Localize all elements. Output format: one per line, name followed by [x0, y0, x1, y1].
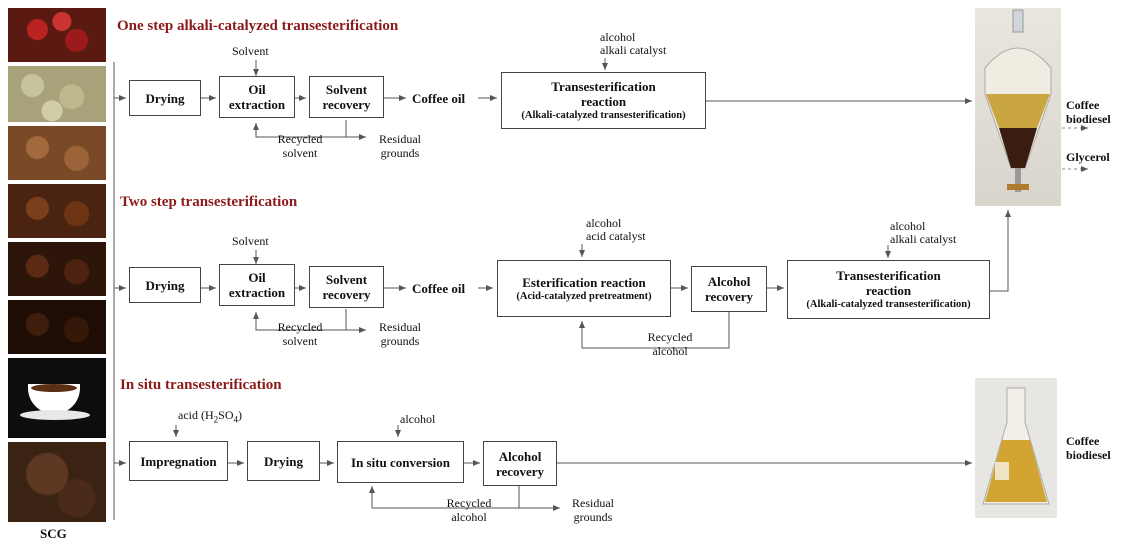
row3-impregnation-box: Impregnation — [129, 441, 228, 481]
row2-ester-title: Esterification reaction — [522, 274, 646, 290]
spent-coffee-grounds-image — [8, 442, 106, 522]
row2-esterification-box: Esterification reaction (Acid-catalyzed … — [497, 260, 671, 317]
row3-recycled-alcohol-label: Recycled alcohol — [446, 496, 492, 524]
coffee-cherries-image — [8, 8, 106, 62]
row1-alkali-catalyst-label: alkali catalyst — [600, 43, 667, 57]
row2-alcohol-recovery-box: Alcohol recovery — [691, 266, 767, 312]
very-dark-roast-beans-image — [8, 300, 106, 354]
two-step-title: Two step transesterification — [120, 194, 298, 210]
row3-drying-box: Drying — [247, 441, 320, 481]
row3-residual-grounds-label: Residual grounds — [572, 496, 614, 524]
row3-acid-h2so4-label: acid (H2SO4) — [178, 408, 242, 425]
row1-solvent-label: Solvent — [232, 44, 269, 58]
row2-coffee-oil-label: Coffee oil — [412, 281, 466, 296]
row2-solvent-recovery-box: Solvent recovery — [309, 266, 384, 308]
row3-alcohol-label: alcohol — [400, 412, 436, 426]
row1-recycled-solvent-label: Recycled solvent — [277, 132, 323, 160]
dark-roast-beans-image — [8, 242, 106, 296]
row2-acid-catalyst-label: acid catalyst — [586, 229, 646, 243]
row1-solvent-recovery-box: Solvent recovery — [309, 76, 384, 118]
row2-trans-alcohol-label: alcohol — [890, 219, 926, 233]
row1-residual-grounds-label: Residual grounds — [379, 132, 421, 160]
row3-alcohol-recovery-box: Alcohol recovery — [483, 441, 557, 486]
scg-label: SCG — [40, 526, 67, 541]
row2-solvent-label: Solvent — [232, 234, 269, 248]
row2-transesterification-box: Transesterification reaction (Alkali-cat… — [787, 260, 990, 319]
glycerol-label: Glycerol — [1066, 150, 1110, 164]
row2-drying-box: Drying — [129, 267, 201, 303]
row2-trans-title: Transesterification reaction — [836, 268, 941, 298]
row1-coffee-oil-label: Coffee oil — [412, 91, 466, 106]
row2-recycled-solvent-label: Recycled solvent — [277, 320, 323, 348]
row1-alcohol-label: alcohol — [600, 30, 636, 44]
green-coffee-beans-image — [8, 66, 106, 122]
row2-recycled-alcohol-label: Recycled alcohol — [647, 330, 693, 358]
row1-transesterification-box: Transesterification reaction (Alkali-cat… — [501, 72, 706, 129]
separatory-funnel-image — [975, 8, 1061, 206]
coffee-cup-image — [8, 358, 106, 438]
conical-flask-image — [975, 378, 1057, 518]
row1-oil-extraction-box: Oil extraction — [219, 76, 295, 118]
row2-ester-alcohol-label: alcohol — [586, 216, 622, 230]
row1-trans-title: Transesterification reaction — [551, 79, 656, 109]
row3-in-situ-conversion-box: In situ conversion — [337, 441, 464, 483]
coffee-biodiesel-top-label: Coffee biodiesel — [1066, 98, 1111, 126]
row2-ester-subtitle: (Acid-catalyzed pretreatment) — [516, 290, 652, 302]
row2-oil-extraction-box: Oil extraction — [219, 264, 295, 306]
in-situ-title: In situ transesterification — [120, 377, 282, 393]
row1-drying-box: Drying — [129, 80, 201, 116]
row2-trans-subtitle: (Alkali-catalyzed transesterification) — [806, 299, 971, 310]
row1-trans-subtitle: (Alkali-catalyzed transesterification) — [521, 110, 686, 121]
light-roast-beans-image — [8, 126, 106, 180]
coffee-biodiesel-bottom-label: Coffee biodiesel — [1066, 434, 1111, 462]
medium-roast-beans-image — [8, 184, 106, 238]
row2-residual-grounds-label: Residual grounds — [379, 320, 421, 348]
row2-trans-alkali-label: alkali catalyst — [890, 232, 957, 246]
one-step-title: One step alkali-catalyzed transesterific… — [117, 18, 399, 34]
